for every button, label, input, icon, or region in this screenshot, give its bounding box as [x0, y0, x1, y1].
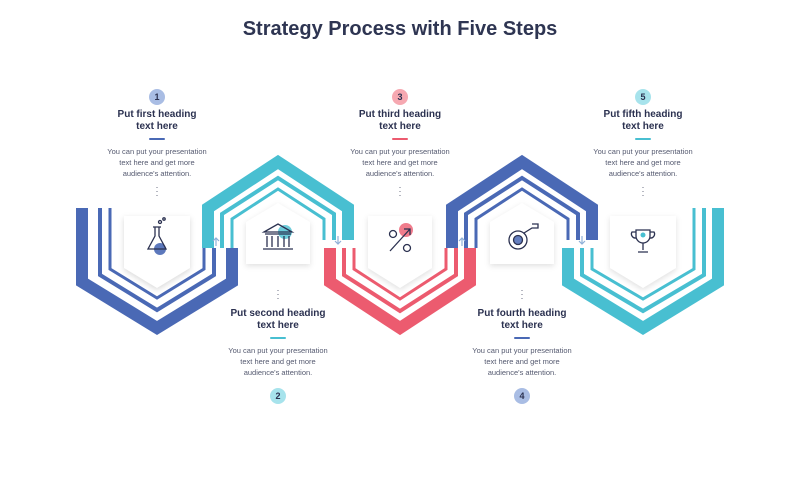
flask-icon	[146, 217, 168, 255]
step-4-description: You can put your presentation text here …	[472, 346, 572, 377]
step-2-heading: Put second heading text here	[230, 308, 326, 331]
step-2-text: ··· Put second heading text here You can…	[208, 285, 348, 404]
step-5-heading: Put fifth heading text here	[603, 109, 683, 132]
step-5-description: You can put your presentation text here …	[593, 147, 693, 178]
connector-arrows	[212, 236, 586, 246]
step-2-underline	[270, 337, 286, 339]
step-5-dots: ···	[641, 182, 645, 200]
step-5-underline	[635, 138, 651, 140]
step-1-underline	[149, 138, 165, 140]
step-4-badge: 4	[514, 388, 530, 404]
step-1-dots: ···	[155, 182, 159, 200]
step-1-text: 1 Put first heading text here You can pu…	[87, 87, 227, 200]
step-3-text: 3 Put third heading text here You can pu…	[330, 87, 470, 200]
step-4-dots: ···	[520, 285, 524, 303]
step-2-description: You can put your presentation text here …	[228, 346, 328, 377]
step-2-badge: 2	[270, 388, 286, 404]
step-4-heading: Put fourth heading text here	[477, 308, 567, 331]
step-1-heading: Put first heading text here	[117, 109, 197, 132]
bank-icon	[261, 223, 295, 250]
diagram-title: Strategy Process with Five Steps	[242, 18, 558, 40]
step-1-shape	[76, 208, 238, 336]
step-4-underline	[514, 337, 530, 339]
step-3-underline	[392, 138, 408, 140]
step-2-dots: ···	[276, 285, 280, 303]
step-3-shape	[324, 216, 476, 336]
target-chart-icon	[508, 223, 539, 250]
step-1-description: You can put your presentation text here …	[107, 147, 207, 178]
trophy-icon	[630, 229, 656, 253]
percent-icon	[388, 223, 413, 253]
step-4-text: ··· Put fourth heading text here You can…	[452, 285, 592, 404]
step-3-heading: Put third heading text here	[358, 109, 442, 132]
step-5-text: 5 Put fifth heading text here You can pu…	[573, 87, 713, 200]
step-5-badge: 5	[635, 89, 651, 105]
step-4-shape	[446, 154, 598, 264]
step-1-badge: 1	[149, 89, 165, 105]
step-3-dots: ···	[398, 182, 402, 200]
step-3-description: You can put your presentation text here …	[350, 147, 450, 178]
step-3-badge: 3	[392, 89, 408, 105]
